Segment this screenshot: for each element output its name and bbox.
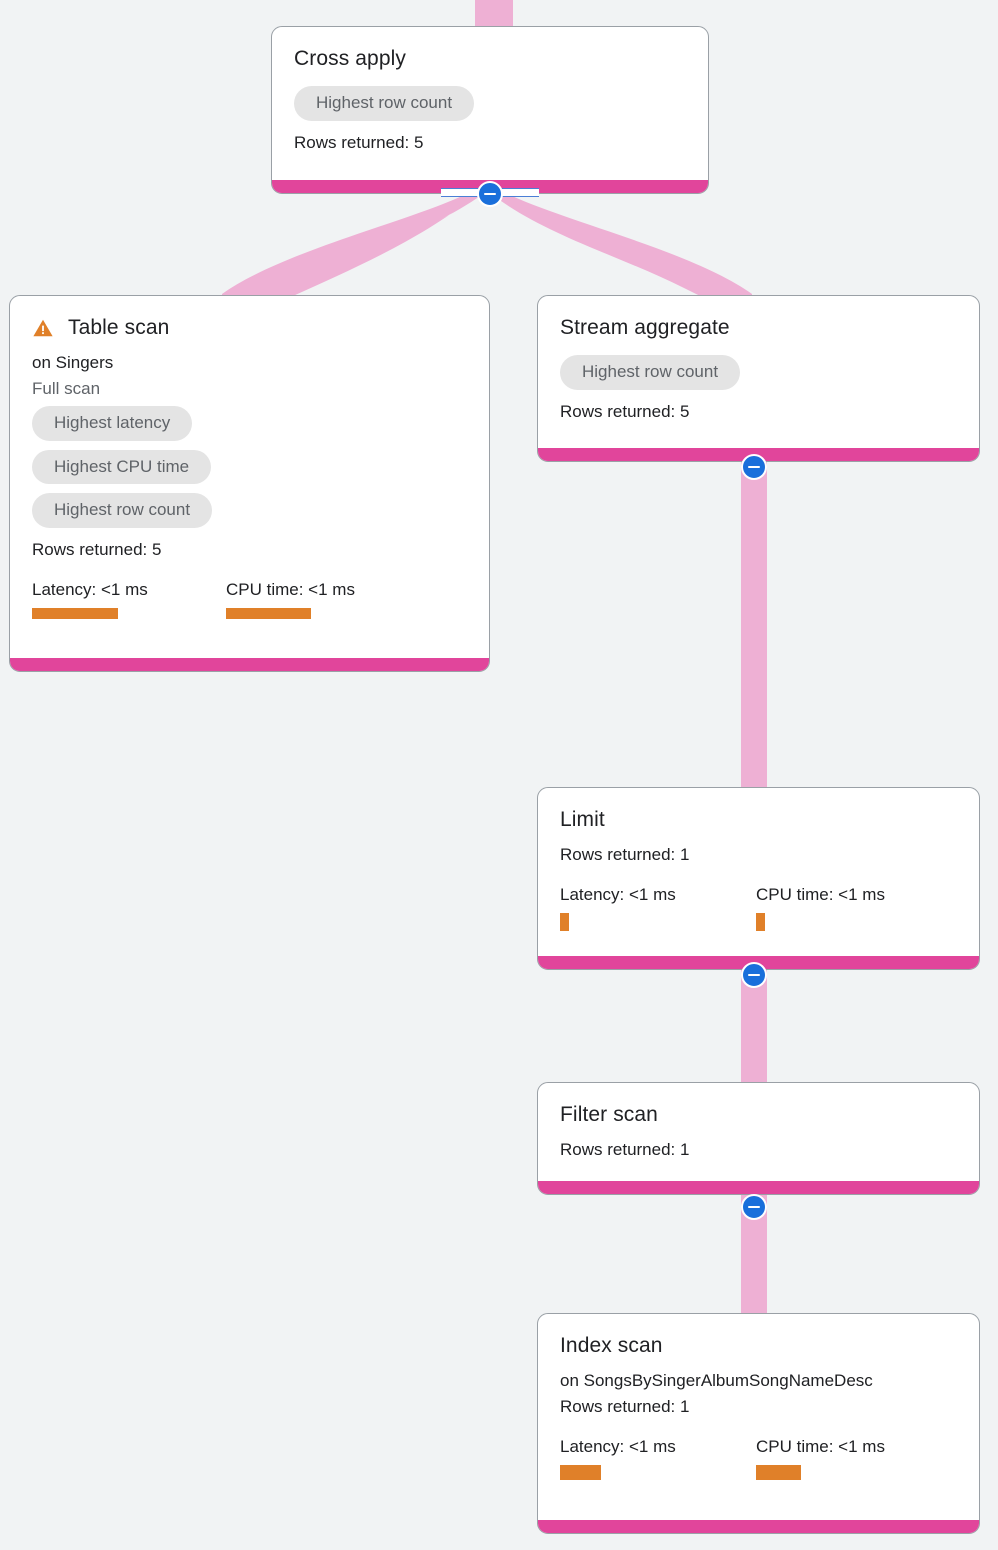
- metric-latency: Latency: <1 ms: [560, 1436, 756, 1480]
- latency-label: Latency: <1 ms: [32, 579, 148, 599]
- latency-label: Latency: <1 ms: [560, 1436, 676, 1456]
- node-title: Table scan: [68, 316, 170, 339]
- badge-highest-latency: Highest latency: [32, 406, 193, 441]
- minus-circle-icon: [748, 973, 760, 977]
- latency-bar: [32, 608, 118, 620]
- cpu-time-label: CPU time: <1 ms: [756, 1436, 885, 1456]
- node-body: Table scan on Singers Full scan Highest …: [10, 296, 489, 658]
- node-body: Filter scan Rows returned: 1: [538, 1083, 979, 1181]
- node-title-row: Table scan: [32, 316, 169, 339]
- cpu-time-bar: [226, 608, 311, 620]
- node-title-row: Stream aggregate: [560, 316, 730, 339]
- node-body: Stream aggregate Highest row count Rows …: [538, 296, 979, 448]
- rows-returned-value: Rows returned: 5: [294, 132, 424, 152]
- node-footer-bar: [538, 1181, 979, 1194]
- edge-ribbon-streamaggregate-limit: [741, 462, 767, 790]
- node-subtitle: on SongsBySingerAlbumSongNameDesc: [560, 1371, 873, 1391]
- cpu-time-bar: [756, 913, 765, 932]
- metrics-row: Latency: <1 ms CPU time: <1 ms: [560, 1436, 957, 1480]
- collapse-toggle-cross-apply[interactable]: [477, 181, 503, 207]
- metrics-row: Latency: <1 ms CPU time: <1 ms: [32, 579, 467, 620]
- node-detail: Full scan: [32, 378, 101, 398]
- rows-returned-value: Rows returned: 5: [32, 540, 162, 560]
- metric-cpu-time: CPU time: <1 ms: [756, 884, 885, 932]
- minus-circle-icon: [748, 1205, 760, 1209]
- node-cross-apply[interactable]: Cross apply Highest row count Rows retur…: [271, 26, 709, 194]
- collapse-toggle-limit[interactable]: [741, 962, 767, 988]
- badge-highest-row-count: Highest row count: [560, 355, 741, 390]
- badge-highest-row-count: Highest row count: [32, 493, 213, 529]
- cpu-time-label: CPU time: <1 ms: [756, 884, 885, 904]
- node-body: Limit Rows returned: 1 Latency: <1 ms CP…: [538, 788, 979, 956]
- collapse-toggle-filter-scan[interactable]: [741, 1194, 767, 1220]
- collapse-toggle-stream-aggregate[interactable]: [741, 454, 767, 480]
- rows-returned-value: Rows returned: 1: [560, 1140, 690, 1160]
- minus-circle-icon: [748, 465, 760, 469]
- badge-highest-cpu-time: Highest CPU time: [32, 449, 212, 485]
- node-title-row: Limit: [560, 808, 605, 831]
- node-limit[interactable]: Limit Rows returned: 1 Latency: <1 ms CP…: [537, 787, 980, 970]
- node-subtitle: on Singers: [32, 353, 114, 373]
- rows-returned-value: Rows returned: 5: [560, 401, 690, 421]
- node-title-row: Index scan: [560, 1334, 663, 1357]
- rows-returned-value: Rows returned: 1: [560, 845, 690, 865]
- node-filter-scan[interactable]: Filter scan Rows returned: 1: [537, 1082, 980, 1195]
- badge-highest-row-count: Highest row count: [294, 86, 475, 121]
- cpu-time-bar: [756, 1464, 801, 1480]
- node-index-scan[interactable]: Index scan on SongsBySingerAlbumSongName…: [537, 1313, 980, 1534]
- node-footer-bar: [538, 1520, 979, 1533]
- node-title: Stream aggregate: [560, 316, 730, 339]
- edge-ribbon-incoming-top: [475, 0, 513, 26]
- metric-latency: Latency: <1 ms: [32, 579, 226, 620]
- node-title-row: Cross apply: [294, 47, 406, 70]
- latency-bar: [560, 1464, 601, 1480]
- minus-circle-icon: [484, 192, 496, 196]
- node-title-row: Filter scan: [560, 1103, 658, 1126]
- latency-bar: [560, 913, 569, 932]
- node-table-scan[interactable]: Table scan on Singers Full scan Highest …: [9, 295, 490, 672]
- node-body: Index scan on SongsBySingerAlbumSongName…: [538, 1314, 979, 1520]
- node-title: Limit: [560, 808, 605, 831]
- metric-cpu-time: CPU time: <1 ms: [756, 1436, 885, 1480]
- latency-label: Latency: <1 ms: [560, 884, 676, 904]
- metrics-row: Latency: <1 ms CPU time: <1 ms: [560, 884, 957, 932]
- node-footer-bar: [10, 658, 489, 671]
- metric-latency: Latency: <1 ms: [560, 884, 756, 932]
- node-title: Index scan: [560, 1334, 663, 1357]
- metric-cpu-time: CPU time: <1 ms: [226, 579, 355, 620]
- node-body: Cross apply Highest row count Rows retur…: [272, 27, 708, 180]
- warning-triangle-icon: [33, 319, 53, 336]
- node-stream-aggregate[interactable]: Stream aggregate Highest row count Rows …: [537, 295, 980, 462]
- node-title: Filter scan: [560, 1103, 658, 1126]
- node-title: Cross apply: [294, 47, 406, 70]
- rows-returned-value: Rows returned: 1: [560, 1396, 690, 1416]
- cpu-time-label: CPU time: <1 ms: [226, 579, 355, 599]
